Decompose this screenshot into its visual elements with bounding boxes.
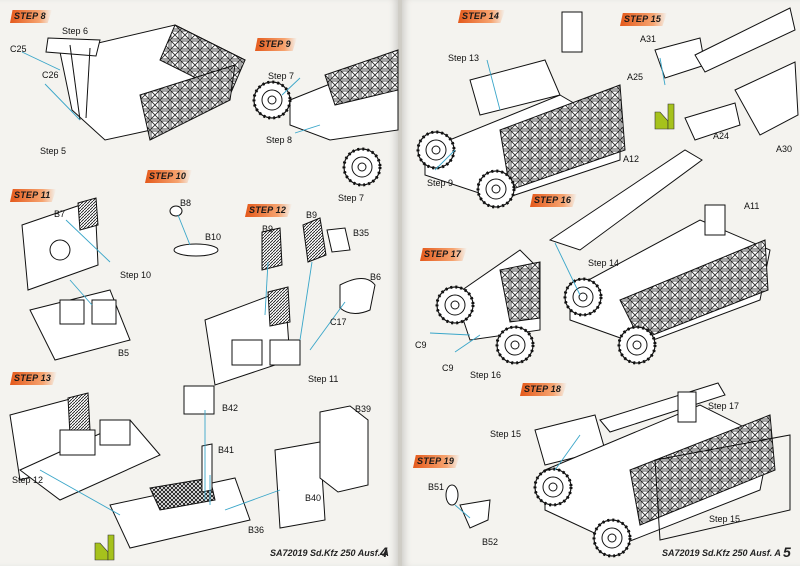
label-b9b: B9 [306,210,318,220]
footer-right: SA72019 Sd.Kfz 250 Ausf. A [662,548,781,558]
label-step5: Step 5 [40,146,67,156]
label-c26: C26 [42,70,59,80]
label-a30: A30 [776,144,793,154]
label-c25: C25 [10,44,27,54]
label-b36: B36 [248,525,265,535]
footer-left: SA72019 Sd.Kfz 250 Ausf. A [270,548,389,558]
label-step9: Step 9 [427,178,454,188]
step17-chassis [435,249,541,365]
label-step12: Step 12 [12,475,44,485]
step-14-tag: STEP 14 [458,10,506,23]
step-9-tag: STEP 9 [255,38,297,51]
label-b8: B8 [180,198,192,208]
label-a24: A24 [713,131,730,141]
step-16-tag: STEP 16 [530,194,578,207]
label-step15a: Step 15 [490,429,522,439]
label-c17: C17 [330,317,347,327]
label-step14: Step 14 [588,258,620,268]
label-step7b: Step 7 [338,193,365,203]
label-b5: B5 [118,348,130,358]
step9-chassis [252,49,399,187]
label-a31: A31 [640,34,657,44]
label-step6: Step 6 [62,26,89,36]
label-b35: B35 [353,228,370,238]
label-b42: B42 [222,403,239,413]
label-step7a: Step 7 [268,71,295,81]
step-10-tag: STEP 10 [145,170,193,183]
label-a11: A11 [744,201,760,211]
step-12-tag: STEP 12 [245,204,293,217]
step12-dashboard [204,217,376,386]
step-15-tag: STEP 15 [620,13,668,26]
label-step17: Step 17 [708,401,740,411]
label-b40: B40 [305,493,322,503]
leader-lines [21,51,666,519]
step8-chassis [45,24,246,141]
glue-icon-right [654,103,675,130]
label-b6: B6 [370,272,382,282]
step-8-tag: STEP 8 [10,10,52,23]
step16-vehicle [548,149,771,365]
label-b41: B41 [218,445,235,455]
step-13-tag: STEP 13 [10,372,58,385]
label-step16: Step 16 [470,370,502,380]
page-number-right: 5 [783,544,791,560]
label-c9b: C9 [442,363,454,373]
label-b52: B52 [482,537,499,547]
step13-interior [9,385,369,549]
label-b39: B39 [355,404,372,414]
label-b51: B51 [428,482,445,492]
step-19-tag: STEP 19 [413,455,461,468]
glue-icon-left [94,534,115,561]
label-step15b: Step 15 [709,514,741,524]
step14-vehicle [416,11,626,209]
label-b7: B7 [54,209,66,219]
label-c9a: C9 [415,340,427,350]
step-18-tag: STEP 18 [520,383,568,396]
label-step13: Step 13 [448,53,480,63]
page-gutter [398,0,402,566]
label-b10: B10 [205,232,222,242]
step11-dashboard [21,197,131,361]
step18-vehicle [533,382,791,558]
step15-parts [654,7,799,141]
label-b9a: B9 [262,224,274,234]
label-step8: Step 8 [266,135,293,145]
label-step10: Step 10 [120,270,152,280]
step19-parts [445,484,491,529]
step-17-tag: STEP 17 [420,248,468,261]
page-number-left: 4 [380,544,388,560]
label-a12: A12 [623,154,640,164]
step-11-tag: STEP 11 [10,189,57,202]
step10-steering-wheel [169,205,219,257]
label-a25: A25 [627,72,644,82]
label-step11: Step 11 [308,374,339,384]
